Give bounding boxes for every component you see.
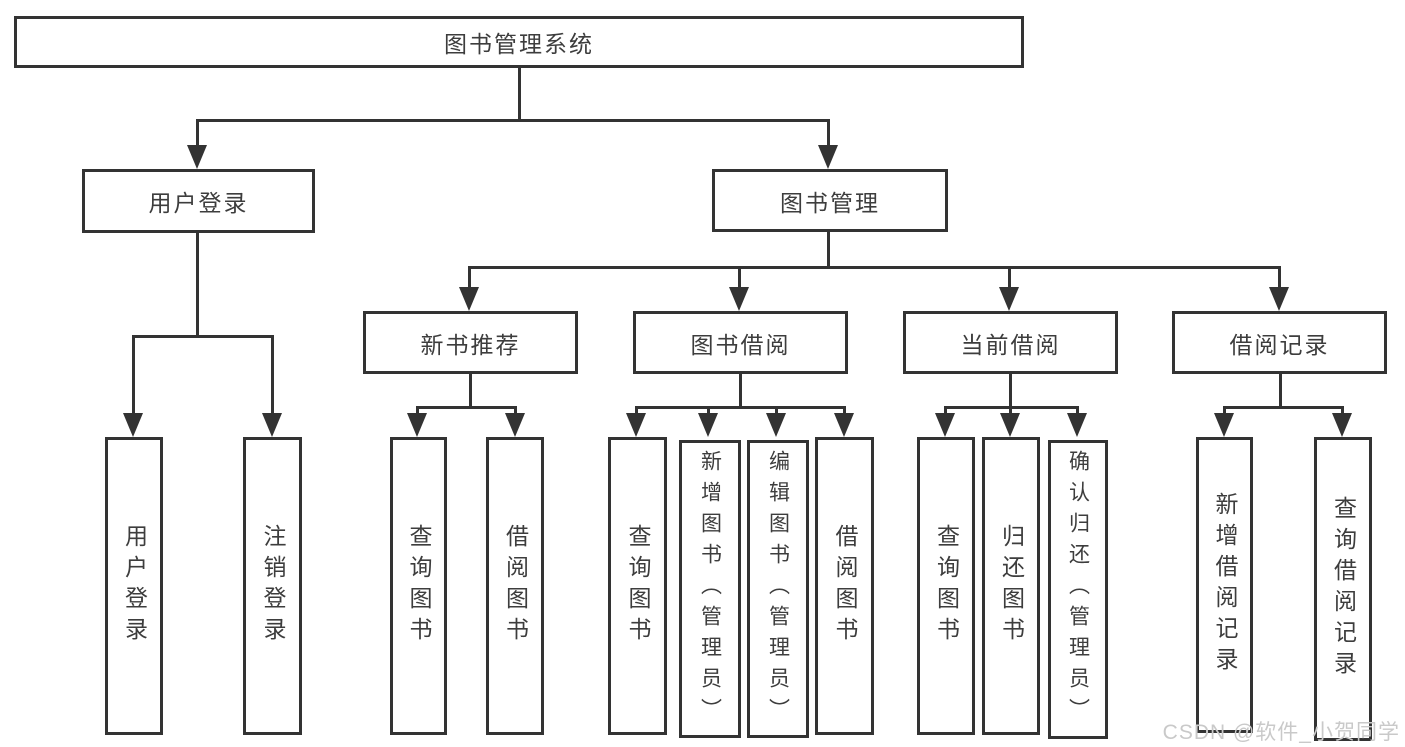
leaf-user-login: 用户登录 xyxy=(105,437,163,735)
node-book-management-label: 图书管理 xyxy=(780,189,880,216)
connector-root-bus xyxy=(197,119,830,122)
arrow-down-bb-add xyxy=(698,413,718,437)
connector-root-stem xyxy=(518,68,521,121)
arrow-down-current-borrow xyxy=(999,287,1019,311)
leaf-br-add-record-label: 新增借阅记录 xyxy=(1212,492,1238,678)
connector-current-borrow-bus xyxy=(945,406,1079,409)
connector-current-borrow-stem xyxy=(1009,374,1012,409)
arrow-down-user-login xyxy=(187,145,207,169)
arrow-down-cb-return xyxy=(1000,413,1020,437)
node-book-borrow: 图书借阅 xyxy=(633,311,848,374)
connector-new-book-stem xyxy=(469,374,472,409)
leaf-cb-return-books-label: 归还图书 xyxy=(998,524,1025,648)
leaf-cb-confirm-return-admin-label: 确认归还（管理员） xyxy=(1066,450,1090,729)
leaf-logout: 注销登录 xyxy=(243,437,302,735)
connector-book-borrow-shaft xyxy=(738,266,741,292)
leaf-nb-borrow-books: 借阅图书 xyxy=(486,437,544,735)
connector-book-mgmt-stem xyxy=(827,232,830,269)
connector-bb-add-shaft xyxy=(707,406,710,418)
leaf-user-login-label: 用户登录 xyxy=(121,524,148,648)
arrow-down-book-mgmt xyxy=(818,145,838,169)
node-current-borrow: 当前借阅 xyxy=(903,311,1118,374)
connector-leaf-login-shaft xyxy=(132,335,135,415)
node-new-book-recommend: 新书推荐 xyxy=(363,311,578,374)
leaf-bb-borrow-books-label: 借阅图书 xyxy=(832,524,858,648)
node-root: 图书管理系统 xyxy=(14,16,1024,68)
connector-borrow-record-stem xyxy=(1279,374,1282,409)
connector-bb-edit-shaft xyxy=(775,406,778,418)
connector-new-book-bus xyxy=(417,406,517,409)
arrow-down-cb-query xyxy=(935,413,955,437)
leaf-bb-query-books: 查询图书 xyxy=(608,437,667,735)
leaf-nb-query-books: 查询图书 xyxy=(390,437,447,735)
connector-borrow-record-shaft xyxy=(1278,266,1281,292)
arrow-down-bb-borrow xyxy=(834,413,854,437)
connector-cb-query-shaft xyxy=(944,406,947,418)
connector-br-query-shaft xyxy=(1341,406,1344,418)
connector-bb-query-shaft xyxy=(635,406,638,418)
node-borrow-record-label: 借阅记录 xyxy=(1229,331,1330,358)
leaf-bb-edit-books-admin: 编辑图书（管理员） xyxy=(747,440,809,738)
leaf-nb-query-books-label: 查询图书 xyxy=(406,524,432,648)
leaf-br-query-record-label: 查询借阅记录 xyxy=(1330,496,1357,682)
connector-user-login-stem xyxy=(196,233,199,338)
leaf-cb-query-books: 查询图书 xyxy=(917,437,975,735)
arrow-down-nb-borrow xyxy=(505,413,525,437)
leaf-logout-label: 注销登录 xyxy=(260,524,286,648)
connector-user-login-shaft xyxy=(196,119,199,150)
connector-book-borrow-stem xyxy=(739,374,742,409)
csdn-watermark: CSDN @软件_小贺同学 xyxy=(1162,721,1400,744)
leaf-cb-return-books: 归还图书 xyxy=(982,437,1040,735)
connector-book-borrow-bus xyxy=(636,406,846,409)
arrow-down-br-query xyxy=(1332,413,1352,437)
node-user-login: 用户登录 xyxy=(82,169,315,233)
connector-nb-query-shaft xyxy=(416,406,419,418)
connector-new-book-shaft xyxy=(468,266,471,292)
connector-bb-borrow-shaft xyxy=(843,406,846,418)
connector-user-login-bus xyxy=(133,335,274,338)
connector-level3-bus xyxy=(469,266,1281,269)
leaf-bb-add-books-admin-label: 新增图书（管理员） xyxy=(698,449,722,729)
arrow-down-cb-confirm xyxy=(1067,413,1087,437)
arrow-down-borrow-record xyxy=(1269,287,1289,311)
arrow-down-nb-query xyxy=(407,413,427,437)
node-current-borrow-label: 当前借阅 xyxy=(960,331,1061,358)
arrow-down-bb-query xyxy=(626,413,646,437)
node-new-book-recommend-label: 新书推荐 xyxy=(420,331,521,358)
leaf-nb-borrow-books-label: 借阅图书 xyxy=(502,524,529,648)
node-borrow-record: 借阅记录 xyxy=(1172,311,1387,374)
leaf-bb-edit-books-admin-label: 编辑图书（管理员） xyxy=(766,449,790,729)
arrow-down-book-borrow xyxy=(729,287,749,311)
arrow-down-leaf-login xyxy=(123,413,143,437)
node-root-label: 图书管理系统 xyxy=(444,31,594,57)
leaf-bb-add-books-admin: 新增图书（管理员） xyxy=(679,440,741,738)
arrow-down-new-book xyxy=(459,287,479,311)
connector-book-mgmt-shaft xyxy=(827,119,830,150)
leaf-cb-confirm-return-admin: 确认归还（管理员） xyxy=(1048,440,1108,739)
leaf-br-query-record: 查询借阅记录 xyxy=(1314,437,1372,741)
connector-leaf-logout-shaft xyxy=(271,335,274,415)
leaf-cb-query-books-label: 查询图书 xyxy=(933,524,960,648)
connector-borrow-record-bus xyxy=(1224,406,1344,409)
leaf-br-add-record: 新增借阅记录 xyxy=(1196,437,1253,733)
connector-cb-return-shaft xyxy=(1009,406,1012,418)
connector-current-borrow-shaft xyxy=(1008,266,1011,292)
connector-cb-confirm-shaft xyxy=(1076,406,1079,418)
node-book-borrow-label: 图书借阅 xyxy=(690,331,791,358)
node-user-login-label: 用户登录 xyxy=(148,190,249,216)
leaf-bb-borrow-books: 借阅图书 xyxy=(815,437,874,735)
connector-br-add-shaft xyxy=(1223,406,1226,418)
connector-nb-borrow-shaft xyxy=(514,406,517,418)
arrow-down-br-add xyxy=(1214,413,1234,437)
arrow-down-bb-edit xyxy=(766,413,786,437)
leaf-bb-query-books-label: 查询图书 xyxy=(625,524,651,648)
node-book-management: 图书管理 xyxy=(712,169,948,232)
arrow-down-leaf-logout xyxy=(262,413,282,437)
